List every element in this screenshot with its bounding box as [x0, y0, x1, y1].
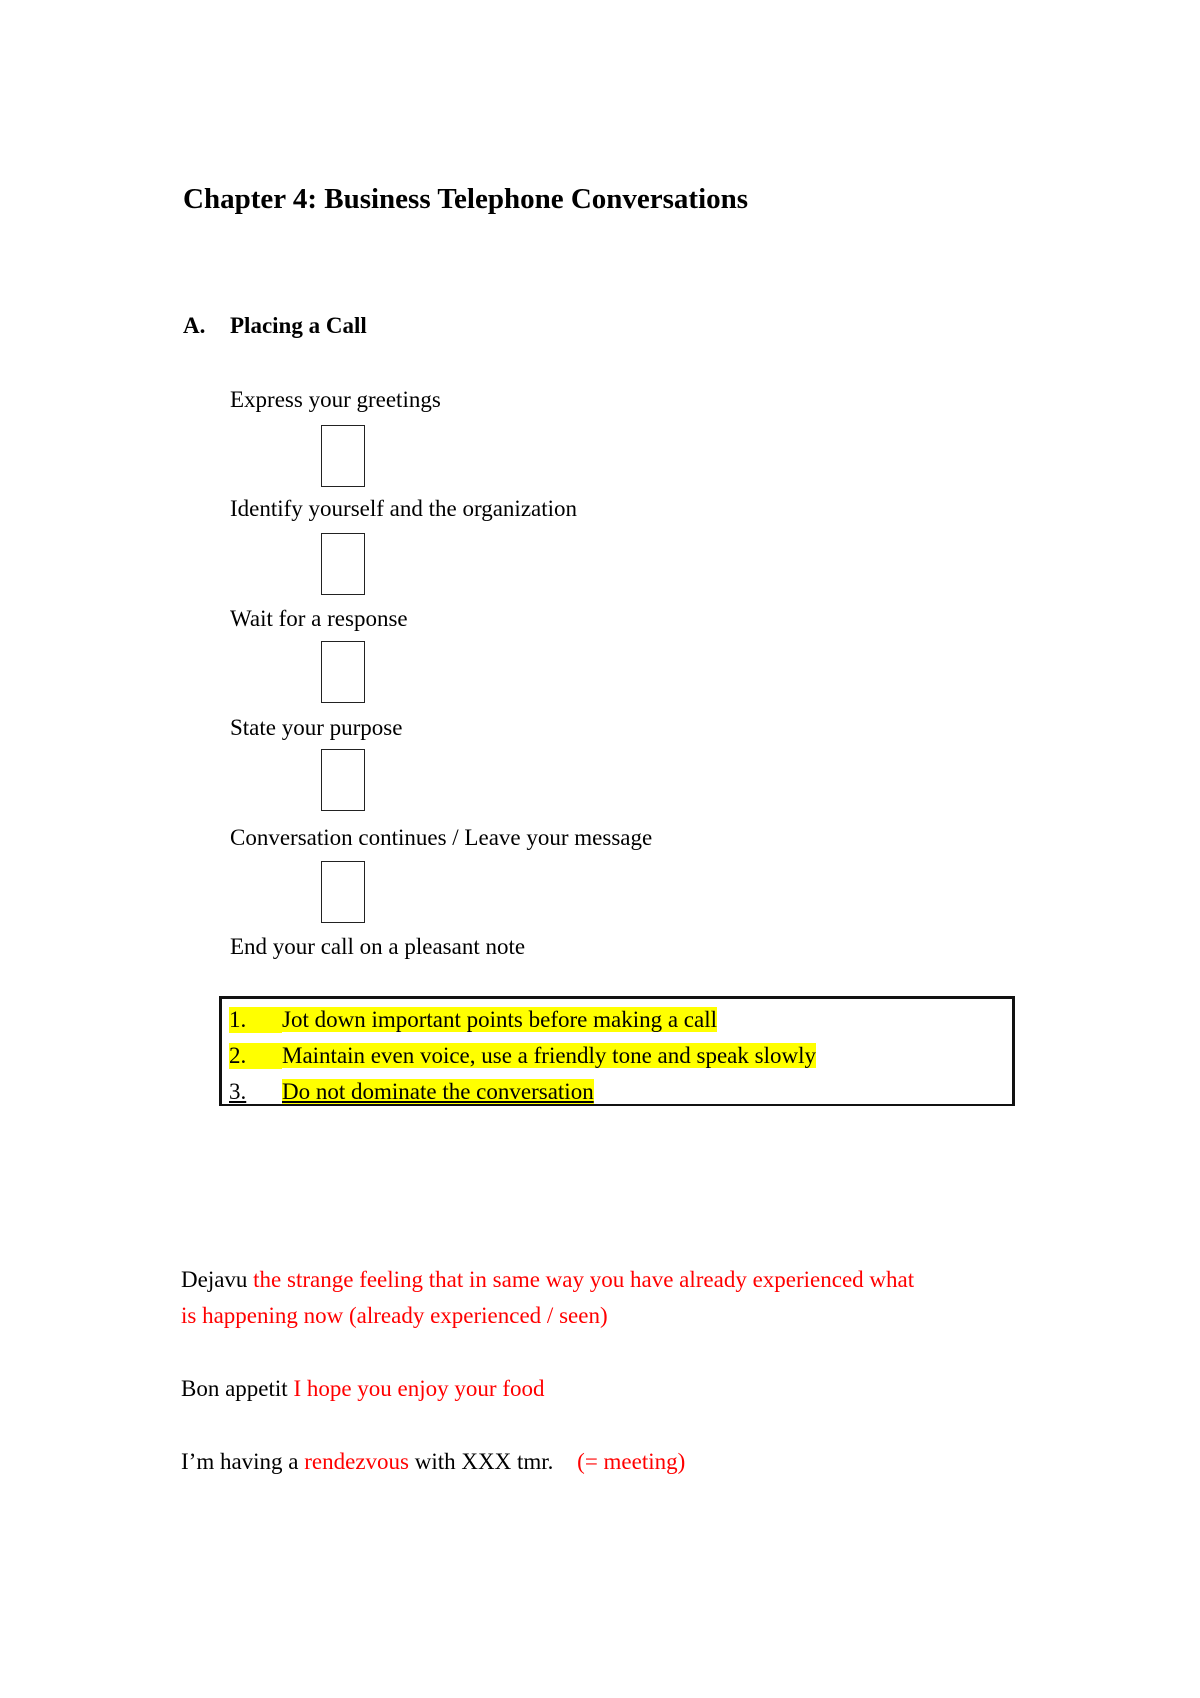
vocab-term: rendezvous: [304, 1449, 410, 1474]
tip-number: 2.: [229, 1043, 282, 1069]
down-arrow-icon: [321, 533, 365, 595]
tip-item: 1.Jot down important points before makin…: [229, 1007, 717, 1033]
flow-step-end-call: End your call on a pleasant note: [230, 934, 526, 959]
tip-number: 3.: [229, 1079, 247, 1104]
flow-step-wait: Wait for a response: [230, 606, 408, 631]
vocab-term: Bon appetit: [181, 1376, 288, 1401]
down-arrow-icon: [321, 861, 365, 923]
tip-item: 2.Maintain even voice, use a friendly to…: [229, 1043, 816, 1069]
down-arrow-icon: [321, 641, 365, 703]
tips-box: [219, 996, 1015, 1106]
tip-item: 3. Do not dominate the conversation: [229, 1079, 594, 1105]
vocab-term: Dejavu: [181, 1267, 248, 1292]
flow-step-conversation: Conversation continues / Leave your mess…: [230, 825, 653, 850]
vocab-definition: the strange feeling that in same way you…: [253, 1267, 915, 1292]
note-dejavu-continued: is happening now (already experienced / …: [181, 1303, 608, 1328]
flow-step-identify: Identify yourself and the organization: [230, 496, 578, 521]
sentence-middle: with XXX tmr.: [414, 1449, 554, 1474]
tip-text: Maintain even voice, use a friendly tone…: [282, 1043, 816, 1068]
section-letter: A.: [183, 313, 206, 338]
note-rendezvous: I’m having a rendezvous with XXX tmr. (=…: [181, 1449, 685, 1475]
vocab-gloss: (= meeting): [577, 1449, 686, 1474]
tip-number: 1.: [229, 1007, 282, 1033]
flow-step-purpose: State your purpose: [230, 715, 403, 740]
note-dejavu: Dejavu the strange feeling that in same …: [181, 1267, 914, 1293]
note-bon-appetit: Bon appetit I hope you enjoy your food: [181, 1376, 544, 1402]
down-arrow-icon: [321, 425, 365, 487]
sentence-prefix: I’m having a: [181, 1449, 299, 1474]
tip-text: Jot down important points before making …: [282, 1007, 717, 1032]
vocab-definition: I hope you enjoy your food: [293, 1376, 545, 1401]
tip-text: Do not dominate the conversation: [282, 1079, 594, 1104]
flow-step-greetings: Express your greetings: [230, 387, 441, 412]
section-title: Placing a Call: [230, 313, 367, 338]
down-arrow-icon: [321, 749, 365, 811]
page-title: Chapter 4: Business Telephone Conversati…: [183, 183, 749, 215]
